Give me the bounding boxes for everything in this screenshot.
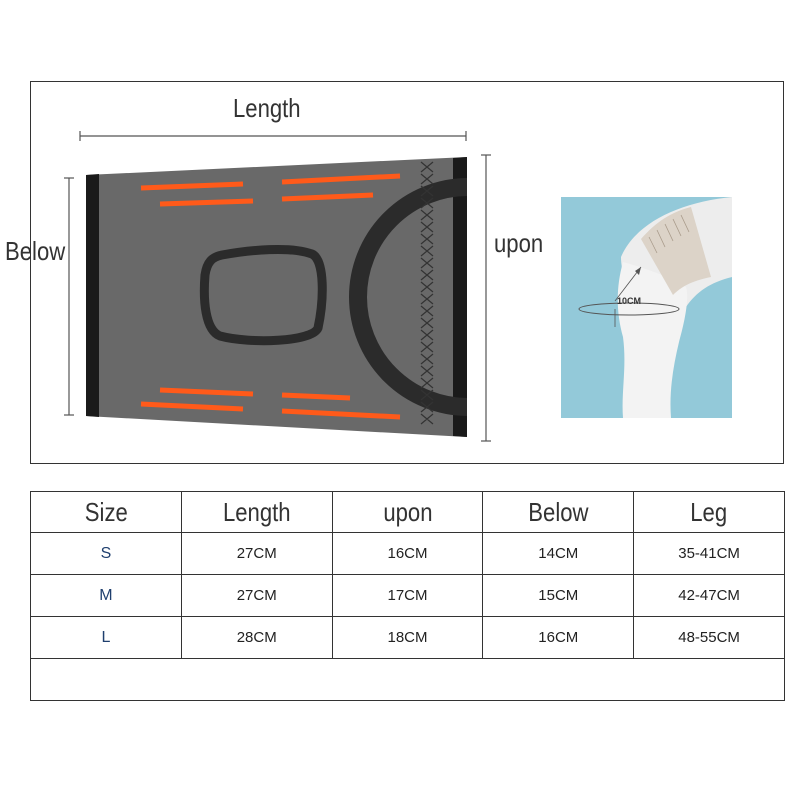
size-cell: S	[30, 532, 182, 575]
below-cell: 16CM	[482, 616, 635, 659]
length-cell: 28CM	[180, 616, 333, 659]
sleeve-left-edge	[86, 174, 99, 417]
stitch-pattern	[420, 161, 434, 425]
below-label: Below	[5, 236, 66, 266]
empty-cell	[30, 658, 785, 701]
header-size: Size	[30, 491, 182, 533]
below-cell: 15CM	[482, 574, 635, 617]
below-cell: 14CM	[482, 532, 635, 575]
table-row: M 27CM 17CM 15CM 42-47CM	[30, 574, 785, 617]
knee-ring	[349, 178, 467, 416]
leg-cell: 42-47CM	[633, 574, 785, 617]
sleeve-body	[86, 157, 467, 437]
length-cell: 27CM	[180, 532, 333, 575]
sleeve-diagram	[64, 131, 491, 442]
size-cell: M	[30, 574, 182, 617]
header-leg: Leg	[633, 491, 785, 533]
size-cell: L	[30, 616, 182, 659]
header-upon: upon	[331, 491, 484, 533]
table-row: S 27CM 16CM 14CM 35-41CM	[30, 532, 785, 575]
bottom-stripes	[140, 387, 401, 420]
header-below: Below	[482, 491, 635, 533]
upon-dimension-arrow	[481, 154, 491, 442]
length-dimension-arrow	[79, 131, 467, 141]
top-stripes	[140, 173, 401, 207]
upon-label: upon	[494, 228, 544, 258]
table-header-row: Size Length upon Below Leg	[30, 491, 785, 533]
length-label: Length	[233, 93, 301, 123]
sleeve-right-edge	[453, 157, 467, 437]
diagram-frame	[30, 81, 784, 464]
knee-measurement-photo: 10CM	[561, 197, 732, 418]
knee-measure-label: 10CM	[617, 296, 642, 306]
table-row: L 28CM 18CM 16CM 48-55CM	[30, 616, 785, 659]
leg-cell: 35-41CM	[633, 532, 785, 575]
below-dimension-arrow	[64, 177, 74, 416]
length-cell: 27CM	[180, 574, 333, 617]
header-length: Length	[180, 491, 333, 533]
leg-cell: 48-55CM	[633, 616, 785, 659]
upon-cell: 18CM	[331, 616, 484, 659]
table-empty-row	[30, 658, 785, 701]
upon-cell: 17CM	[331, 574, 484, 617]
upon-cell: 16CM	[331, 532, 484, 575]
kneecap-pad	[199, 244, 327, 346]
size-table: Size Length upon Below Leg S 27CM 16CM 1…	[30, 491, 785, 701]
